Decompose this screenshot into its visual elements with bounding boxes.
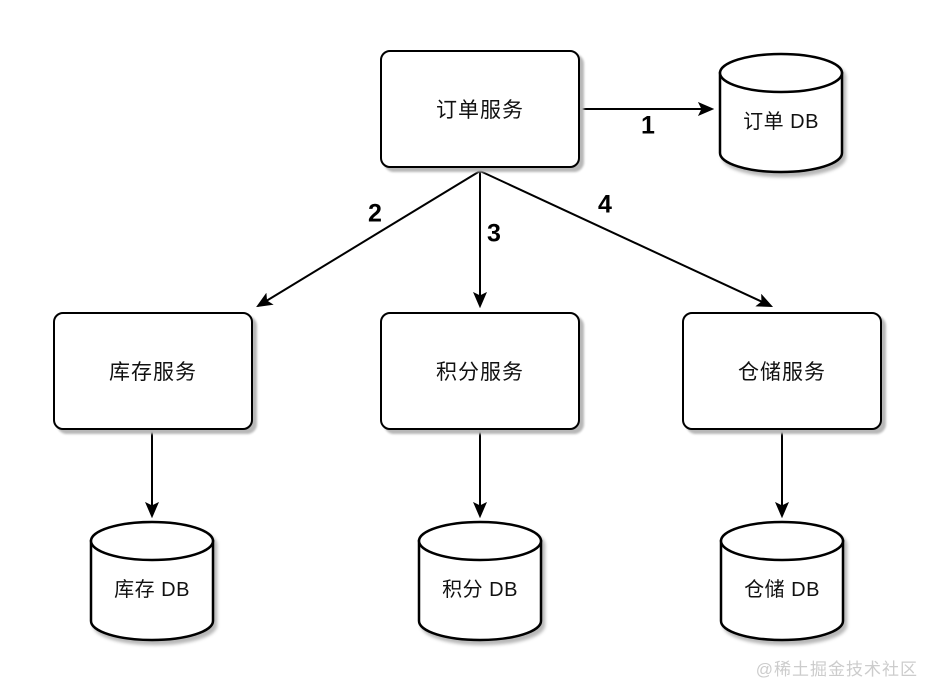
database-cylinder-icon: [719, 520, 845, 642]
edge-label-4: 4: [598, 190, 612, 219]
edge-label-2: 2: [368, 199, 382, 228]
database-cylinder-icon: [417, 520, 543, 642]
node-order-db: 订单 DB: [718, 52, 844, 174]
node-order-service: 订单服务: [380, 50, 580, 168]
node-inventory-service-label: 库存服务: [109, 361, 197, 384]
node-warehouse-service: 仓储服务: [682, 312, 882, 430]
database-cylinder-icon: [718, 52, 844, 174]
database-cylinder-icon: [89, 520, 215, 642]
node-points-service-label: 积分服务: [436, 361, 524, 384]
edge-order-service-to-inventory-service: [258, 170, 481, 306]
node-inventory-service: 库存服务: [53, 312, 253, 430]
edge-label-1: 1: [641, 111, 655, 140]
watermark-text: @稀土掘金技术社区: [755, 660, 918, 679]
node-order-service-label: 订单服务: [436, 99, 524, 122]
node-points-db-label: 积分 DB: [442, 578, 518, 601]
node-order-db-label: 订单 DB: [743, 110, 819, 133]
node-inventory-db-label: 库存 DB: [114, 578, 190, 601]
edge-order-service-to-warehouse-service: [479, 170, 771, 306]
edge-label-3: 3: [487, 219, 501, 248]
node-inventory-db: 库存 DB: [89, 520, 215, 642]
node-points-service: 积分服务: [380, 312, 580, 430]
node-points-db: 积分 DB: [417, 520, 543, 642]
node-warehouse-db-label: 仓储 DB: [744, 578, 820, 601]
node-warehouse-db: 仓储 DB: [719, 520, 845, 642]
node-warehouse-service-label: 仓储服务: [738, 361, 826, 384]
